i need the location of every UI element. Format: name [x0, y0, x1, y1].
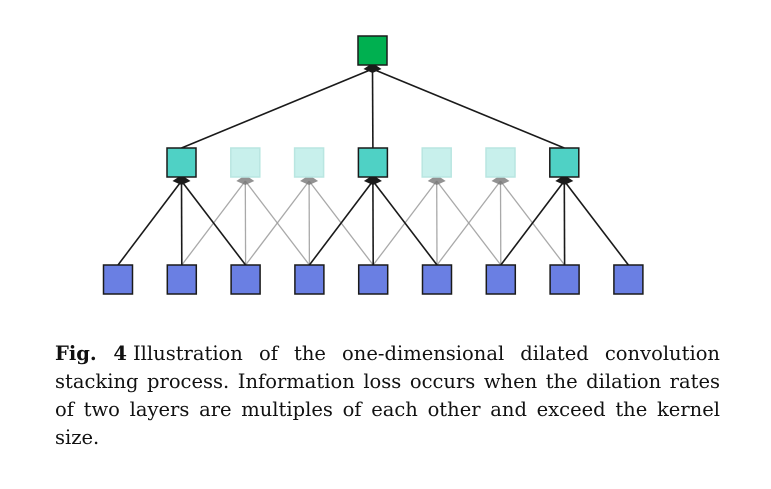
- inactive-arrowhead: [491, 175, 510, 185]
- input-node: [166, 264, 198, 295]
- active-edge: [117, 180, 183, 266]
- input-node: [294, 264, 325, 295]
- active-edge: [308, 180, 374, 266]
- input-node: [549, 264, 580, 295]
- active-arrowhead: [172, 175, 191, 185]
- inactive-arrowhead: [300, 175, 319, 185]
- dilated-convolution-diagram: [102, 35, 644, 295]
- inactive-arrowhead: [427, 175, 446, 185]
- output-arrowhead: [363, 63, 382, 73]
- hidden-node-active: [166, 147, 197, 178]
- input-node: [421, 264, 453, 295]
- active-edge: [180, 180, 247, 266]
- hidden-node-inactive: [485, 147, 516, 178]
- input-node: [102, 264, 134, 295]
- active-edge: [500, 180, 565, 266]
- active-edge: [372, 180, 438, 266]
- inactive-edge: [436, 180, 502, 266]
- input-node: [485, 264, 517, 295]
- figure-caption-text: Illustration of the one-dimensional dila…: [55, 342, 720, 449]
- hidden-node-inactive: [230, 147, 261, 178]
- network-nodes: [102, 35, 644, 295]
- output-edge: [181, 68, 373, 149]
- inactive-edge: [245, 180, 310, 266]
- input-node: [357, 264, 389, 295]
- output-node: [357, 35, 388, 66]
- connection-edges: [117, 63, 630, 266]
- active-arrowhead: [555, 175, 574, 185]
- active-arrowhead: [363, 175, 382, 185]
- active-edge: [563, 180, 630, 266]
- hidden-node-inactive: [421, 147, 452, 178]
- hidden-node-active: [549, 147, 580, 178]
- input-node: [613, 264, 644, 295]
- hidden-node-active: [357, 147, 389, 178]
- output-edge: [372, 68, 565, 149]
- figure-label: Fig. 4: [55, 342, 127, 365]
- hidden-node-inactive: [293, 147, 325, 178]
- inactive-arrowhead: [236, 175, 255, 185]
- input-node: [230, 264, 261, 295]
